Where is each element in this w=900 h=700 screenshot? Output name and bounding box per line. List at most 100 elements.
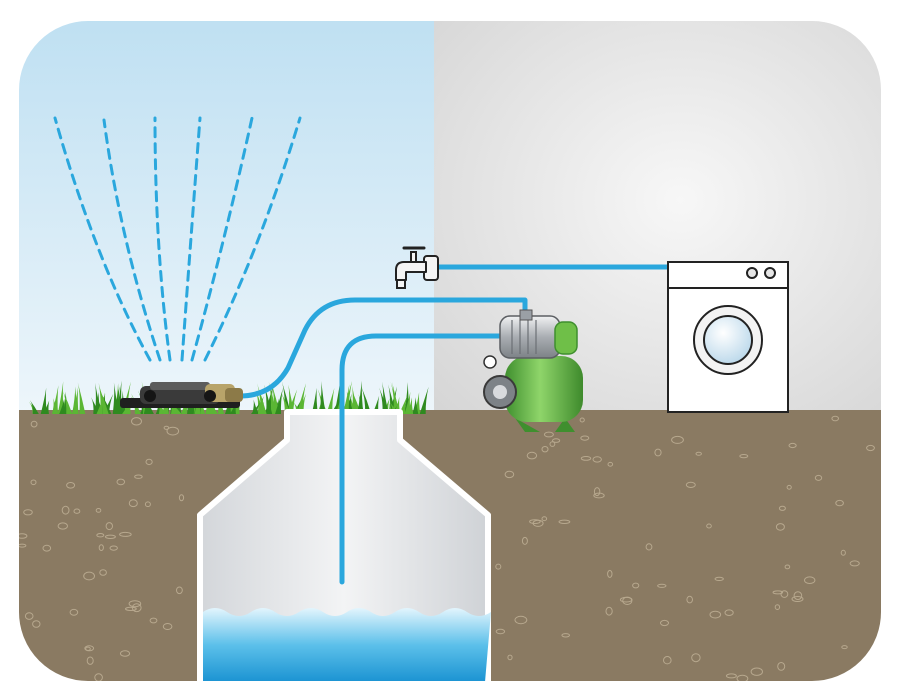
soil-speckle [69,608,79,616]
soil-speckle [691,653,701,663]
soil-speckle [124,606,137,612]
soil-speckle [632,582,640,589]
soil-speckle [521,536,528,545]
soil-speckle [558,519,571,524]
soil-speckle [32,620,41,628]
soil-speckle [579,417,585,423]
soil-speckle [866,444,875,452]
suction-pipe [339,333,515,585]
booster-pump-icon [483,309,583,432]
soil-speckle [176,586,183,595]
soil-speckle [57,522,68,530]
grass-blade [113,386,120,414]
soil-speckle [20,671,31,677]
grass-blade [42,400,50,414]
water-tap-icon [395,246,439,289]
soil-speckle [116,478,126,486]
well-water [203,608,491,682]
soil-speckle [607,569,613,578]
soil-speckle [549,441,556,447]
soil-speckle [134,474,143,479]
soil-speckle [495,628,506,635]
soil-speckle [725,673,737,679]
grass-blade [57,381,64,414]
grass-blade [419,386,429,414]
pipe-network [237,264,671,585]
soil-speckle [814,474,823,481]
soil-speckle [541,446,549,453]
wall-background [434,20,882,420]
soil-speckle [657,583,667,588]
soil-speckle [645,543,653,551]
soil-speckle [706,523,712,529]
soil-speckle [162,623,173,630]
soil-speckle [552,438,561,443]
soil-speckle [786,484,792,490]
soil-speckle [804,576,816,585]
soil-speckle [526,451,538,460]
grass-blade [361,386,372,414]
soil-speckle [128,600,142,608]
soil-speckle [529,519,541,524]
frame-border [17,19,883,683]
soil-speckle [24,612,34,620]
soil-speckle [660,619,669,627]
soil-speckle [654,448,662,457]
soil-speckle [739,454,749,459]
soil-speckle [774,604,781,610]
soil-speckle [98,544,104,551]
soil-speckle [128,499,138,508]
grass-blade [407,397,414,414]
soil-speckle [619,596,633,603]
soil-speckle [99,569,107,576]
soil-speckle [149,617,158,624]
grass-blade [379,387,389,414]
grass-blade [281,392,291,414]
soil-speckle [543,431,554,438]
soil-speckle [849,560,860,567]
soil-speckle [166,426,180,436]
soil-speckle [73,508,81,514]
soil-speckle [605,606,613,616]
soil-speckle [788,442,797,449]
soil-speckle [96,533,105,538]
soil-speckle [504,470,515,479]
grass-blade [40,387,47,414]
soil-speckle [775,523,785,531]
soil-speckle [793,591,803,600]
soil-speckle [663,656,672,665]
soil-speckle [144,501,151,508]
grass-blade [287,389,298,414]
grass-blade [251,402,261,414]
soil-speckle [85,646,91,651]
soil-speckle [30,420,38,428]
soil-speckle [841,645,848,650]
soil-speckle [163,425,170,430]
soil-speckle [42,544,52,552]
soil-speckle [131,603,142,613]
grass-blade [275,388,283,414]
soil-speckle [607,461,614,467]
soil-speckle [109,545,118,551]
soil-speckle [777,662,786,671]
grass-blade [91,397,100,414]
grass-blade [233,387,242,414]
soil-speckle [580,456,592,461]
grass-blade [72,387,79,414]
grass-blade [229,401,237,414]
soil-speckle [178,494,185,502]
soil-speckle [145,458,153,466]
soil-speckle [772,590,784,595]
grass-blade [412,397,419,414]
grass-blade [404,391,411,414]
soil-speckle [495,563,502,570]
grass-blade [342,380,353,414]
soil-speckle [61,505,70,515]
soil-speckle [714,576,724,582]
soil-speckle [709,610,722,619]
soil-speckle [541,516,548,522]
soil-speckle [835,499,844,507]
soil-speckle [561,633,571,638]
grass-blade [77,382,86,414]
grass-blade [124,396,133,414]
